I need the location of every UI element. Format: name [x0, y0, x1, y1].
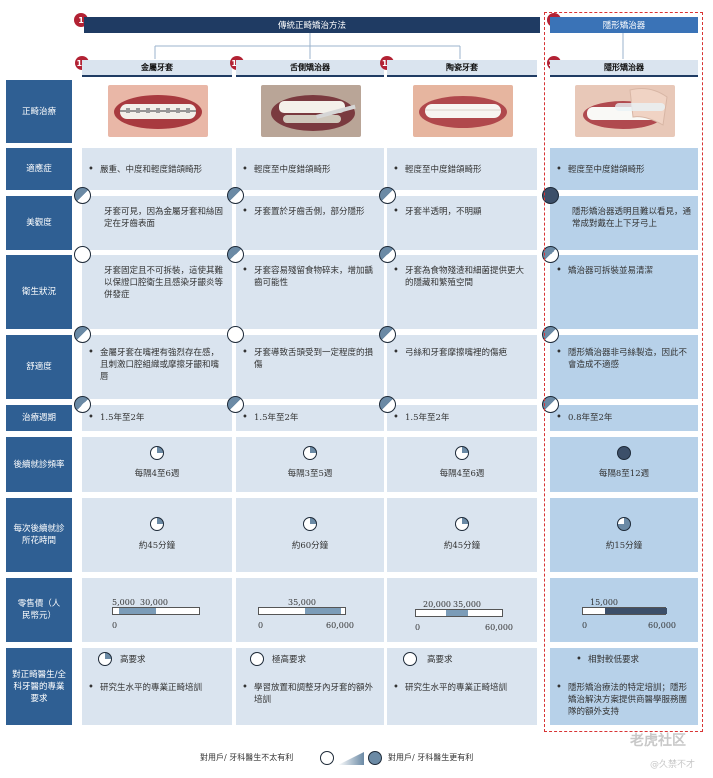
cell-freq-1a: 每隔4至6週 [82, 437, 232, 492]
cell-indication-2a: 輕度至中度錯頜畸形 [550, 148, 698, 190]
row-label-comfort: 舒適度 [6, 335, 72, 399]
quarter-circle-icon [150, 446, 164, 460]
rating-half-icon [542, 246, 559, 263]
col-1b-header: 舌側矯治器 [236, 60, 384, 77]
row-label-professional: 對正畸醫生/全科牙醫的專業要求 [6, 648, 72, 725]
col-1a-header: 金屬牙套 [82, 60, 232, 77]
price-bar-1c [415, 609, 503, 617]
cell-freq-2a: 每隔8至12週 [550, 437, 698, 492]
three-quarter-circle-icon [617, 517, 631, 531]
rating-half-icon [74, 326, 91, 343]
cell-price-1a: 5,000 30,000 0 [82, 578, 232, 642]
cell-comfort-1c: 弓絲和牙套摩擦嘴裡的傷疤 [387, 335, 537, 399]
rating-empty-icon [74, 246, 91, 263]
cell-time-1a: 約45分鐘 [82, 498, 232, 572]
col-2a-header: 隱形矯治器 [550, 60, 698, 77]
cell-hygiene-1c: 牙套為食物殘渣和細菌提供更大的隱藏和繁殖空間 [387, 255, 537, 329]
quarter-circle-icon [98, 652, 112, 666]
cell-freq-1b: 每隔3至5週 [236, 437, 384, 492]
metal-braces-photo [108, 85, 208, 137]
cell-aesthetics-1b: 牙套置於牙齒舌側，部分隱形 [236, 196, 384, 250]
col-1c-header: 陶瓷牙套 [387, 60, 537, 77]
cell-hygiene-2a: 矯治器可拆裝並易清潔 [550, 255, 698, 329]
row-label-price: 零售價（人民幣元） [6, 578, 72, 642]
empty-circle-icon [250, 652, 264, 666]
highlight-frame [544, 12, 703, 732]
cell-time-1c: 約45分鐘 [387, 498, 537, 572]
cell-indication-1a: 嚴重、中度和輕度錯頜畸形 [82, 148, 232, 190]
cell-period-1c: 1.5年至2年 [387, 405, 537, 431]
row-label-treatment: 正畸治療 [6, 80, 72, 143]
legend-empty-circle-icon [320, 751, 334, 765]
cell-aesthetics-2a: 隱形矯治器透明且難以看見，通常成對戴在上下牙弓上 [550, 196, 698, 250]
rating-half-icon [379, 187, 396, 204]
cell-freq-1c: 每隔4至6週 [387, 437, 537, 492]
cell-price-1b: 35,000 0 60,000 [236, 578, 384, 642]
rating-half-icon [227, 396, 244, 413]
quarter-circle-icon [455, 517, 469, 531]
row-label-hygiene: 衛生狀況 [6, 255, 72, 329]
row-label-period: 治療週期 [6, 405, 72, 431]
watermark-handle: @久禁不才 [650, 760, 696, 770]
rating-empty-icon [227, 326, 244, 343]
row-label-frequency: 後續就診頻率 [6, 437, 72, 492]
legend-full-circle-icon [368, 751, 382, 765]
cell-indication-1b: 輕度至中度錯頜畸形 [236, 148, 384, 190]
empty-circle-icon [403, 652, 417, 666]
price-bar-2a [582, 607, 667, 615]
legend-more-favorable: 對用戶/ 牙科醫生更有利 [388, 753, 474, 762]
cell-period-1a: 1.5年至2年 [82, 405, 232, 431]
cell-time-2a: 約15分鐘 [550, 498, 698, 572]
rating-half-icon [74, 396, 91, 413]
rating-half-icon [379, 326, 396, 343]
rating-half-icon [379, 396, 396, 413]
group1-header: 傳統正畸矯治方法 [84, 17, 540, 33]
quarter-circle-icon [455, 446, 469, 460]
invisible-aligner-photo [575, 85, 675, 137]
cell-prof-1b: 極高要求 學習放置和調整牙內牙套的額外培訓 [236, 648, 384, 725]
rating-full-icon [542, 187, 559, 204]
group2-header: 隱形矯治器 [550, 17, 698, 33]
cell-prof-2a: 相對較低要求 隱形矯治療法的特定培訓；隱形矯治解決方案提供商醫學服務團隊的額外支… [550, 648, 698, 725]
cell-comfort-1a: 金屬牙套在嘴裡有強烈存在感，且刺激口腔組織或摩擦牙齦和嘴唇 [82, 335, 232, 399]
cell-price-2a: 15,000 0 60,000 [550, 578, 698, 642]
quarter-circle-icon [303, 517, 317, 531]
legend-less-favorable: 對用戶/ 牙科醫生不太有利 [200, 753, 294, 762]
cell-indication-1c: 輕度至中度錯頜畸形 [387, 148, 537, 190]
cell-time-1b: 約60分鐘 [236, 498, 384, 572]
watermark-title: 老虎社区 [630, 733, 686, 749]
rating-half-icon [227, 187, 244, 204]
cell-period-2a: 0.8年至2年 [550, 405, 698, 431]
cell-prof-1c: 高要求 研究生水平的專業正畸培訓 [387, 648, 537, 725]
full-circle-icon [617, 446, 631, 460]
price-bar-1a [112, 607, 200, 615]
rating-half-icon [379, 246, 396, 263]
cell-hygiene-1a: 牙套固定且不可拆裝，這使其難以保證口腔衛生且感染牙齦炎等併發症 [82, 255, 232, 329]
cell-comfort-2a: 隱形矯治器非弓絲製造，因此不會造成不適感 [550, 335, 698, 399]
row-label-visit-time: 每次後續就診所花時間 [6, 498, 72, 572]
header-connectors [154, 33, 624, 59]
cell-price-1c: 20,000 35,000 0 60,000 [387, 578, 537, 642]
cell-prof-1a: 高要求 研究生水平的專業正畸培訓 [82, 648, 232, 725]
rating-half-icon [542, 326, 559, 343]
quarter-circle-icon [150, 517, 164, 531]
cell-comfort-1b: 牙套導致舌頭受到一定程度的損傷 [236, 335, 384, 399]
cell-hygiene-1b: 牙套容易殘留食物碎末，增加齲齒可能性 [236, 255, 384, 329]
ceramic-braces-photo [413, 85, 513, 137]
row-label-aesthetics: 美觀度 [6, 196, 72, 250]
cell-period-1b: 1.5年至2年 [236, 405, 384, 431]
cell-aesthetics-1a: 牙套可見，因為金屬牙套和絲固定在牙齒表面 [82, 196, 232, 250]
rating-half-icon [74, 187, 91, 204]
row-label-indication: 適應症 [6, 148, 72, 190]
legend-gradient-wedge [338, 752, 364, 765]
rating-half-icon [542, 396, 559, 413]
rating-half-icon [227, 246, 244, 263]
quarter-circle-icon [303, 446, 317, 460]
cell-aesthetics-1c: 牙套半透明，不明顯 [387, 196, 537, 250]
price-bar-1b [258, 607, 346, 615]
lingual-braces-photo [261, 85, 361, 137]
